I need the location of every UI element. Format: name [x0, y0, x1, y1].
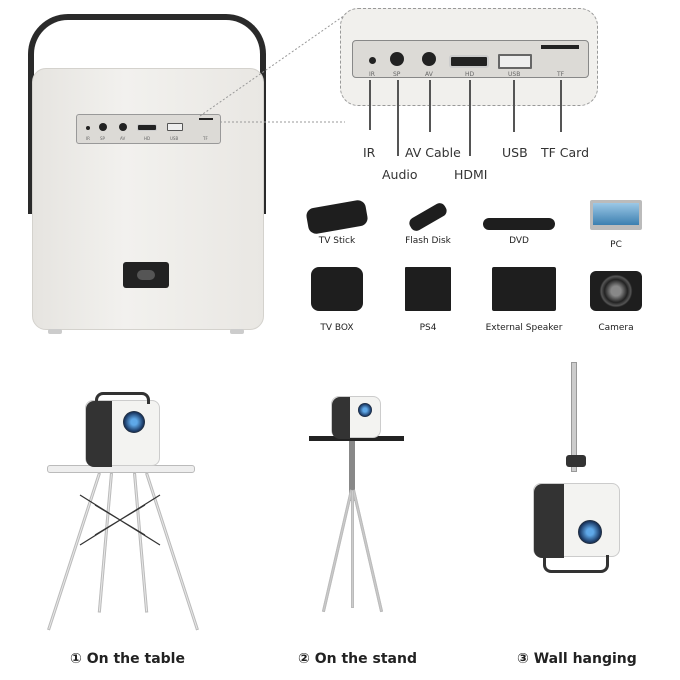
projector-on-stand — [331, 396, 381, 439]
device-camera: Camera — [566, 267, 666, 333]
foot — [48, 329, 62, 334]
port-panel-zoomed: IR SP AV HD USB TF — [352, 40, 589, 78]
label-tf-card: TF Card — [541, 145, 590, 160]
device-ps4: PS4 — [378, 267, 478, 333]
port-label: IR — [369, 71, 375, 78]
panel-label: AV — [120, 136, 126, 141]
panel-label: SP — [100, 136, 105, 141]
device-external-speaker: External Speaker — [474, 267, 574, 333]
panel-label: HD — [144, 136, 151, 141]
port-label: AV — [425, 71, 433, 78]
device-flash-disk: Flash Disk — [378, 200, 478, 246]
port-label: USB — [508, 71, 521, 78]
label-av-cable: AV Cable — [405, 145, 461, 160]
panel-label: TF — [203, 136, 208, 141]
port-label: SP — [393, 71, 401, 78]
tv-stick-icon — [305, 198, 369, 236]
device-label: Camera — [598, 323, 634, 333]
table-top — [47, 465, 195, 473]
camera-icon — [590, 271, 642, 311]
flash-disk-icon — [407, 200, 449, 234]
port-label: HD — [465, 71, 475, 78]
dvd-icon — [483, 218, 555, 230]
device-label: TV Stick — [318, 236, 356, 246]
label-ir: IR — [363, 145, 376, 160]
port-panel: IR SP AV HD USB TF — [76, 114, 221, 144]
projector-back — [32, 68, 264, 330]
power-socket — [123, 262, 169, 288]
caption-on-the-table: ① On the table — [70, 651, 185, 667]
speaker-icon — [492, 267, 556, 311]
projector-on-table — [85, 400, 160, 467]
mount-clamp — [566, 455, 586, 467]
device-label: PS4 — [419, 323, 437, 333]
caption-on-the-stand: ② On the stand — [298, 651, 417, 667]
port-label: TF — [557, 71, 565, 78]
device-label: TV BOX — [320, 323, 354, 333]
tv-box-icon — [311, 267, 363, 311]
ps4-icon — [405, 267, 451, 311]
table-cross-bars — [79, 494, 161, 546]
device-label: External Speaker — [485, 323, 563, 333]
panel-label: USB — [170, 136, 179, 141]
device-label: DVD — [509, 236, 529, 246]
caption-wall-hanging: ③ Wall hanging — [517, 651, 637, 667]
projector-hanging — [533, 483, 620, 558]
device-pc: PC — [566, 200, 666, 250]
label-usb: USB — [502, 145, 528, 160]
device-label: Flash Disk — [405, 236, 451, 246]
stand-tray — [309, 436, 404, 441]
ceiling-pole — [571, 362, 577, 472]
device-tv-stick: TV Stick — [287, 198, 387, 246]
panel-label: IR — [86, 136, 90, 141]
device-dvd: DVD — [469, 204, 569, 246]
device-label: PC — [610, 240, 622, 250]
callout-lines — [199, 14, 346, 123]
label-hdmi: HDMI — [454, 167, 488, 182]
foot — [230, 329, 244, 334]
laptop-icon — [590, 200, 642, 230]
tripod-column — [349, 441, 355, 501]
device-tv-box: TV BOX — [287, 267, 387, 333]
label-audio: Audio — [382, 167, 418, 182]
